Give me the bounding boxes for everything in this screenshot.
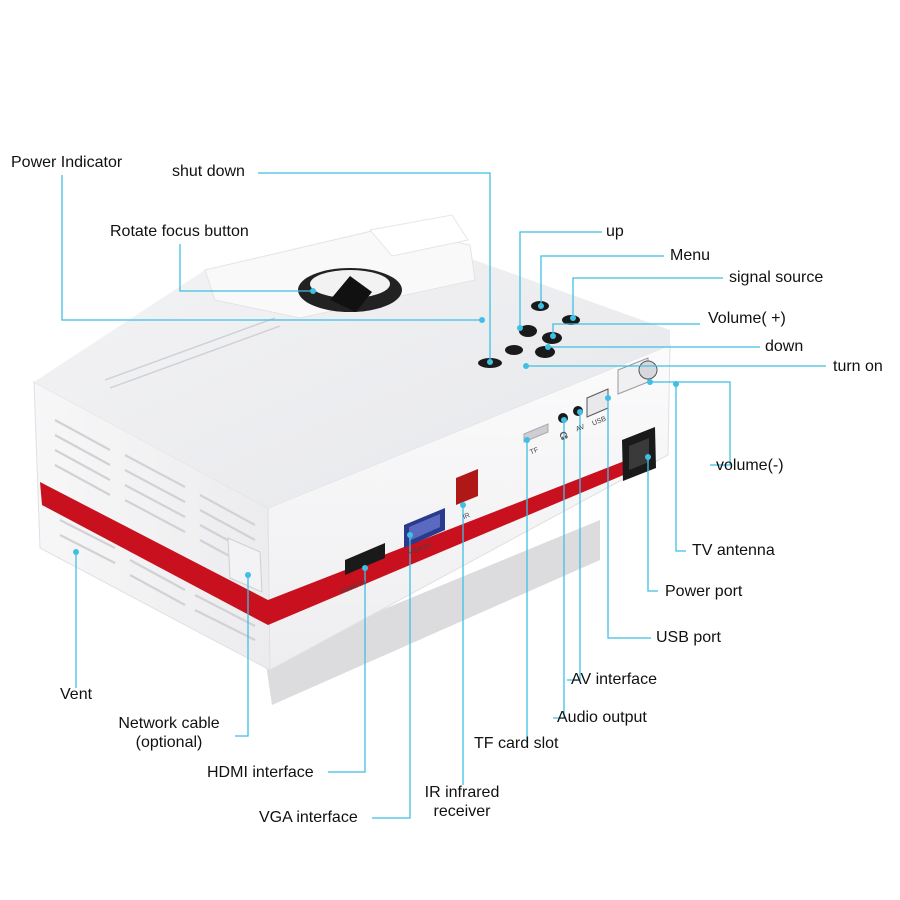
- label-hdmi-interface: HDMI interface: [207, 763, 314, 782]
- label-volume-plus: Volume( +): [708, 309, 786, 328]
- label-vga-interface: VGA interface: [259, 808, 358, 827]
- label-shut-down: shut down: [172, 162, 245, 181]
- label-up: up: [606, 222, 624, 241]
- label-rotate-focus-button: Rotate focus button: [110, 222, 249, 241]
- label-power-port: Power port: [665, 582, 742, 601]
- label-signal-source: signal source: [729, 268, 823, 287]
- label-menu: Menu: [670, 246, 710, 265]
- label-usb-port: USB port: [656, 628, 721, 647]
- label-ir-receiver-line1: IR infrared: [412, 783, 512, 802]
- tv-antenna-connector: [639, 361, 657, 379]
- label-ir-receiver-line2: receiver: [412, 802, 512, 821]
- label-tv-antenna: TV antenna: [692, 541, 775, 560]
- label-audio-output: Audio output: [557, 708, 647, 727]
- label-down: down: [765, 337, 803, 356]
- label-volume-minus: volume(-): [716, 456, 784, 475]
- label-tf-card-slot: TF card slot: [474, 734, 558, 753]
- label-network-cable-line2: (optional): [108, 733, 230, 752]
- label-turn-on: turn on: [833, 357, 883, 376]
- label-vent: Vent: [60, 685, 92, 704]
- label-av-interface: AV interface: [571, 670, 657, 689]
- label-network-cable-line1: Network cable: [108, 714, 230, 733]
- label-power-indicator: Power Indicator: [11, 153, 122, 172]
